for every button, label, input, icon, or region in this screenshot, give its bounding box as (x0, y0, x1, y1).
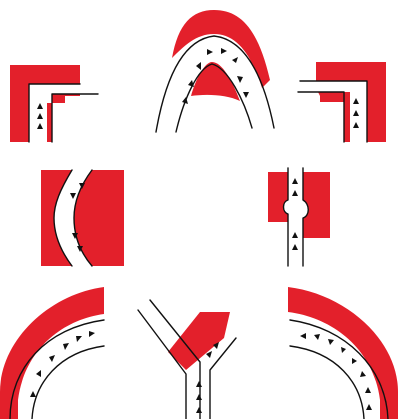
s-bend-left-figure (41, 170, 124, 266)
notch-right-wall-left (268, 172, 288, 222)
